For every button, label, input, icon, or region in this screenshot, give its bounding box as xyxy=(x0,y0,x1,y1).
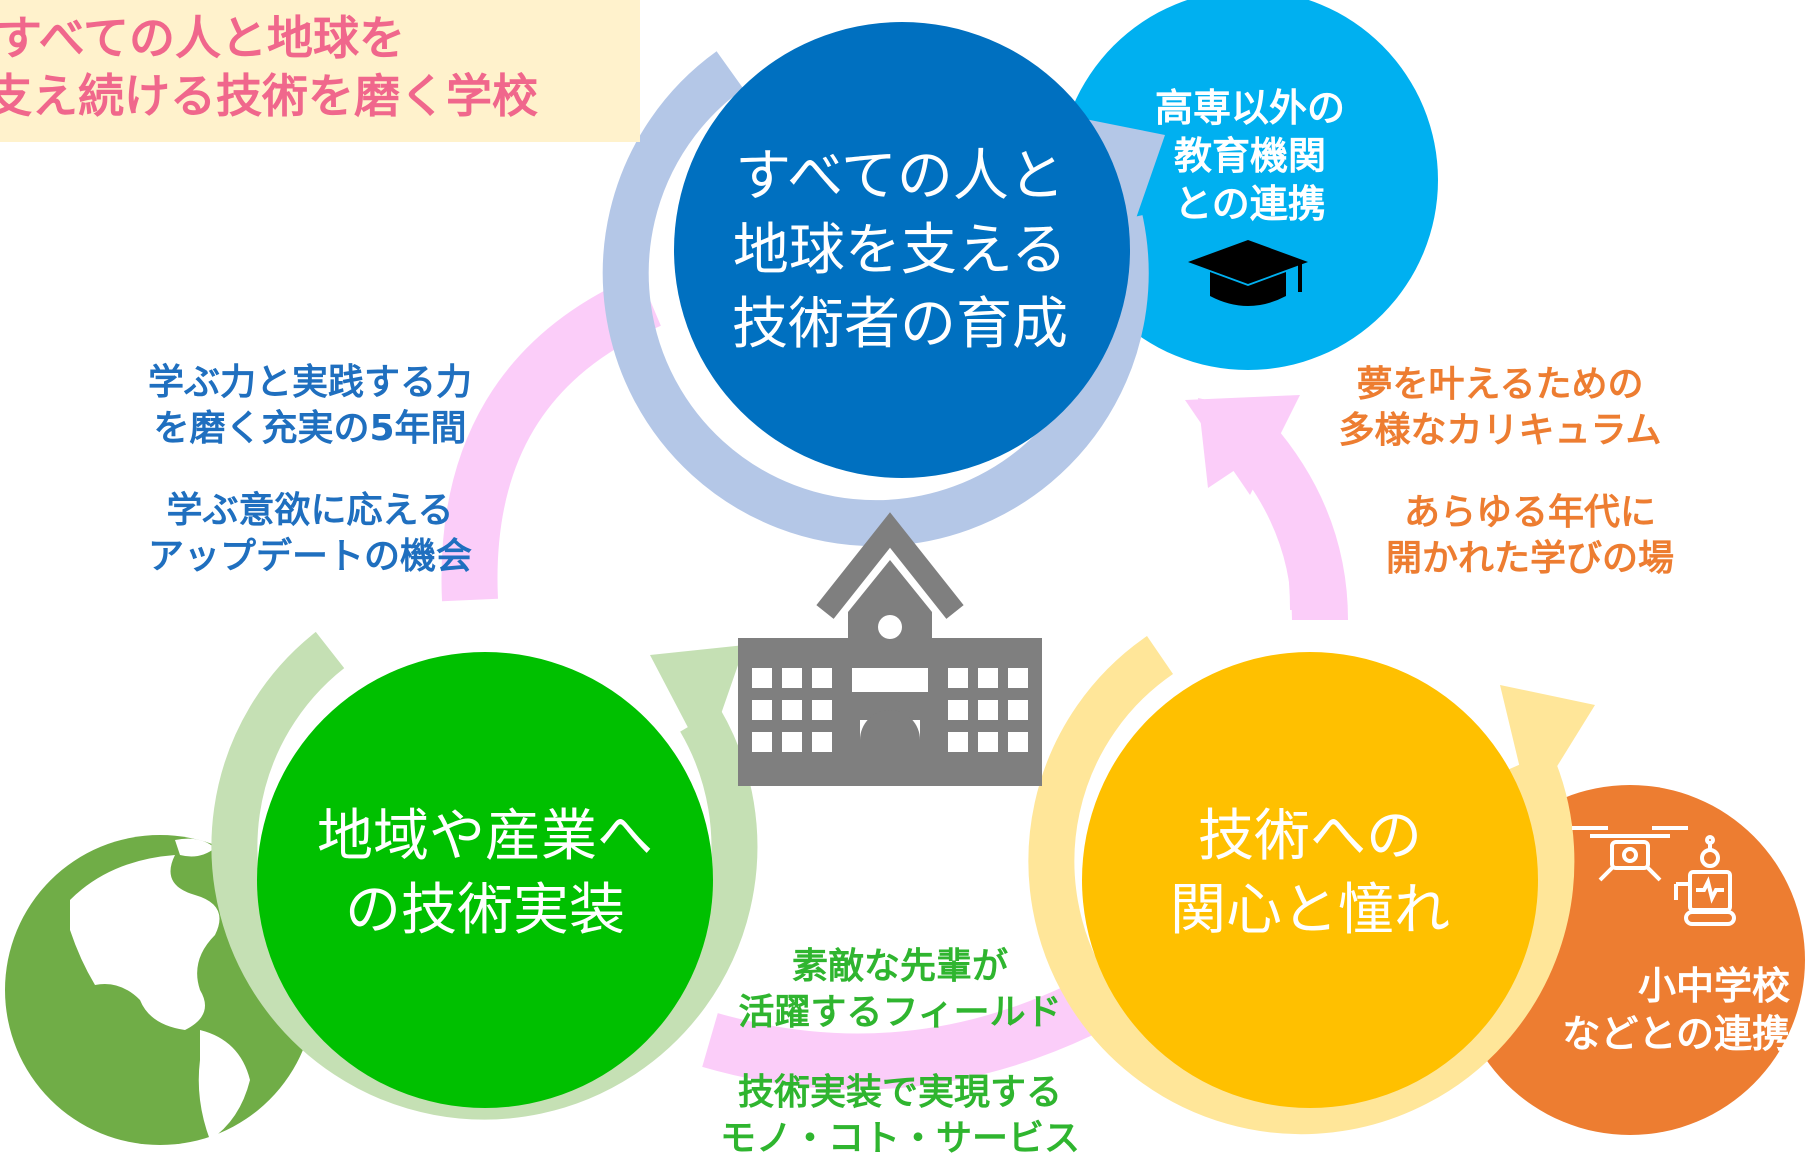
graduation-cap-icon xyxy=(1188,240,1308,306)
note-bottom-b-line-2: モノ・コト・サービス xyxy=(719,1118,1080,1159)
circle-top-label: すべての人と 地球を支える 技術者の育成 xyxy=(680,140,1120,362)
note-left-a-line-1: 学ぶ力と実践する力 xyxy=(147,362,472,403)
circle-left xyxy=(257,652,713,1108)
circle-top-line-2: 地球を支える xyxy=(732,218,1068,283)
note-right-a-line-1: 夢を叶えるための xyxy=(1356,364,1644,405)
note-left-b-line-1: 学ぶ意欲に応える xyxy=(166,490,454,531)
note-left-b-line-2: アップデートの機会 xyxy=(147,536,472,577)
cycle-arrow-bottom xyxy=(702,984,1092,1090)
note-left-b: 学ぶ意欲に応える アップデートの機会 xyxy=(100,488,520,580)
note-bottom-b: 技術実装で実現する モノ・コト・サービス xyxy=(700,1070,1100,1162)
schools-line-1: 小中学校 xyxy=(1637,964,1790,1008)
title-banner: すべての人と地球を 支え続ける技術を磨く学校 xyxy=(0,0,640,142)
circle-left-line-1: 地域や産業へ xyxy=(317,804,653,869)
circle-right-label: 技術への 関心と憧れ xyxy=(1090,800,1530,948)
higher-ed-line-1: 高専以外の xyxy=(1154,86,1345,130)
note-right-a: 夢を叶えるための 多様なカリキュラム xyxy=(1300,362,1700,454)
cycle-arrow-right-head xyxy=(1185,395,1300,495)
cycle-arrow-left xyxy=(441,274,662,602)
note-left-a: 学ぶ力と実践する力 を磨く充実の5年間 xyxy=(100,360,520,452)
note-bottom-a-line-2: 活躍するフィールド xyxy=(738,992,1062,1033)
circle-right-line-1: 技術への xyxy=(1198,804,1422,869)
circle-left-label: 地域や産業へ の技術実装 xyxy=(265,800,705,948)
note-bottom-a-line-1: 素敵な先輩が xyxy=(791,946,1008,987)
note-left-a-line-2: を磨く充実の5年間 xyxy=(153,408,467,449)
robot-icon xyxy=(1674,835,1736,926)
schools-label: 小中学校 などとの連携 xyxy=(1500,962,1790,1058)
circle-right-line-2: 関心と憧れ xyxy=(1170,878,1450,943)
circle-top-line-1: すべての人と xyxy=(735,144,1065,209)
circle-top-line-3: 技術者の育成 xyxy=(732,292,1068,357)
note-right-b-line-2: 開かれた学びの場 xyxy=(1385,538,1674,579)
title-line-1: すべての人と地球を xyxy=(0,11,405,65)
circle-top xyxy=(674,22,1130,478)
higher-ed-line-3: との連携 xyxy=(1174,182,1326,226)
ring-right xyxy=(1028,636,1595,1135)
circle-left-line-2: の技術実装 xyxy=(345,878,625,943)
note-bottom-a: 素敵な先輩が 活躍するフィールド xyxy=(700,944,1100,1036)
higher-ed-label: 高専以外の 教育機関 との連携 xyxy=(1100,84,1400,228)
higher-ed-line-2: 教育機関 xyxy=(1173,134,1326,178)
higher-ed-circle xyxy=(1058,0,1438,370)
schools-line-2: などとの連携 xyxy=(1562,1012,1790,1056)
note-bottom-b-line-1: 技術実装で実現する xyxy=(737,1072,1062,1113)
note-right-b-line-1: あらゆる年代に xyxy=(1403,492,1656,533)
drone-icon xyxy=(1572,826,1688,882)
note-right-a-line-2: 多様なカリキュラム xyxy=(1338,410,1662,451)
school-building-icon xyxy=(738,512,1042,786)
note-right-b: あらゆる年代に 開かれた学びの場 xyxy=(1330,490,1730,582)
circle-right xyxy=(1082,652,1538,1108)
cycle-arrows xyxy=(441,274,1348,1090)
title-line-2: 支え続ける技術を磨く学校 xyxy=(0,69,538,123)
